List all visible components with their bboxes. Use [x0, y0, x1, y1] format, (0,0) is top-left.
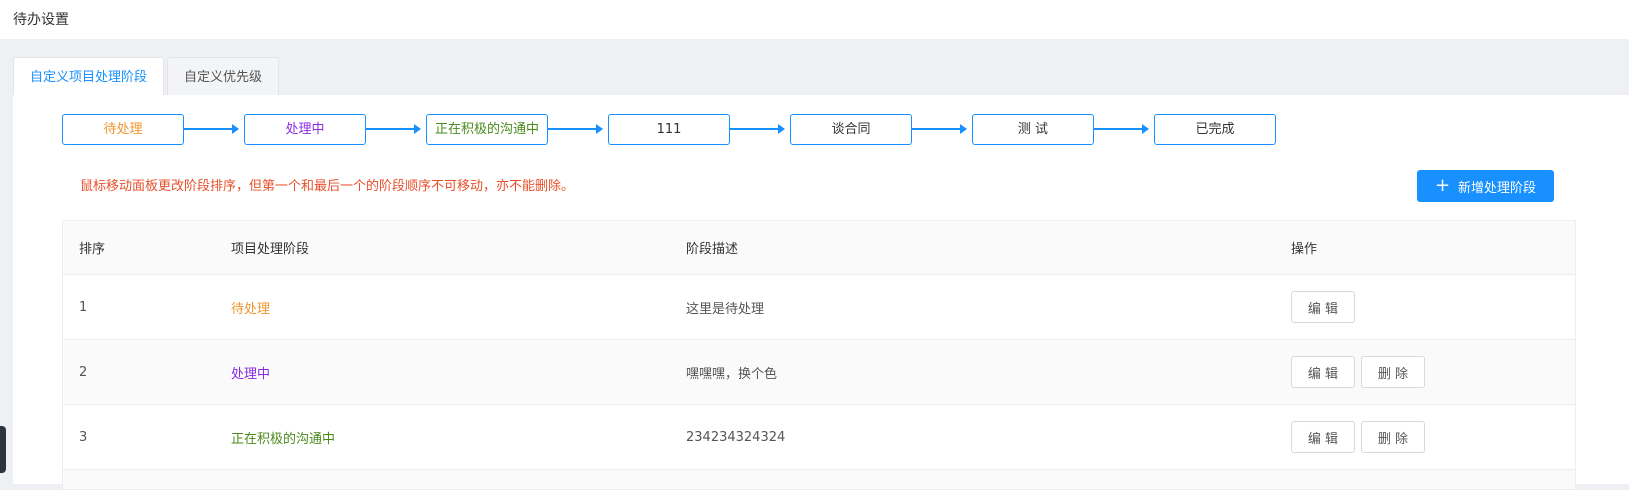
flow-stage-done[interactable]: 已完成 [1154, 114, 1276, 145]
header-bar: 待办设置 [0, 0, 1629, 39]
column-header-description: 阶段描述 [686, 242, 739, 257]
row-stage-name: 处理中 [231, 366, 271, 382]
flow-arrow [366, 124, 421, 134]
page-title: 待办设置 [13, 12, 69, 28]
add-stage-label: 新增处理阶段 [1458, 180, 1537, 196]
tab-custom-priority[interactable]: 自定义优先级 [167, 57, 280, 96]
table-row: 1 待处理 这里是待处理 编 辑 [63, 275, 1575, 340]
table-row-partial [63, 470, 1575, 490]
row-order: 1 [79, 299, 88, 315]
row-description: 嘿嘿嘿，换个色 [686, 366, 778, 382]
column-header-stage: 项目处理阶段 [231, 242, 310, 257]
flow-stage-pending[interactable]: 待处理 [62, 114, 184, 145]
flow-stage-111[interactable]: 111 [608, 114, 730, 145]
delete-button[interactable]: 删 除 [1361, 421, 1425, 453]
row-stage-name: 正在积极的沟通中 [231, 431, 336, 447]
row-description: 这里是待处理 [686, 301, 765, 317]
table-header-row: 排序 项目处理阶段 阶段描述 操作 [63, 221, 1575, 275]
row-stage-name: 待处理 [231, 301, 271, 317]
stages-table: 排序 项目处理阶段 阶段描述 操作 1 待处理 这里是待处理 编 辑 2 处理中… [62, 220, 1576, 490]
add-stage-button[interactable]: + 新增处理阶段 [1417, 170, 1554, 202]
table-row: 2 处理中 嘿嘿嘿，换个色 编 辑 删 除 [63, 340, 1575, 405]
column-header-actions: 操作 [1291, 242, 1318, 257]
row-actions: 编 辑 [1291, 291, 1361, 323]
row-actions: 编 辑 删 除 [1291, 421, 1431, 453]
edit-button[interactable]: 编 辑 [1291, 421, 1355, 453]
flow-arrow [1094, 124, 1149, 134]
flow-arrow [548, 124, 603, 134]
row-order: 2 [79, 364, 88, 380]
flow-arrow [730, 124, 785, 134]
row-actions: 编 辑 删 除 [1291, 356, 1431, 388]
column-header-order: 排序 [79, 242, 106, 257]
flow-stage-test[interactable]: 测 试 [972, 114, 1094, 145]
row-description: 234234324324 [686, 429, 786, 445]
edit-button[interactable]: 编 辑 [1291, 356, 1355, 388]
tab-bar: 自定义项目处理阶段 自定义优先级 [13, 57, 282, 96]
tab-custom-stages[interactable]: 自定义项目处理阶段 [13, 57, 165, 96]
edit-button[interactable]: 编 辑 [1291, 291, 1355, 323]
side-collapse-handle[interactable] [0, 426, 6, 473]
plus-icon: + [1434, 175, 1451, 196]
table-row: 3 正在积极的沟通中 234234324324 编 辑 删 除 [63, 405, 1575, 470]
flow-arrow [184, 124, 239, 134]
flow-stage-contract[interactable]: 谈合同 [790, 114, 912, 145]
reorder-hint: 鼠标移动面板更改阶段排序，但第一个和最后一个的阶段顺序不可移动，亦不能删除。 [80, 179, 575, 194]
flow-stage-processing[interactable]: 处理中 [244, 114, 366, 145]
flow-arrow [912, 124, 967, 134]
flow-stage-communicating[interactable]: 正在积极的沟通中 [426, 114, 548, 145]
row-order: 3 [79, 429, 88, 445]
delete-button[interactable]: 删 除 [1361, 356, 1425, 388]
